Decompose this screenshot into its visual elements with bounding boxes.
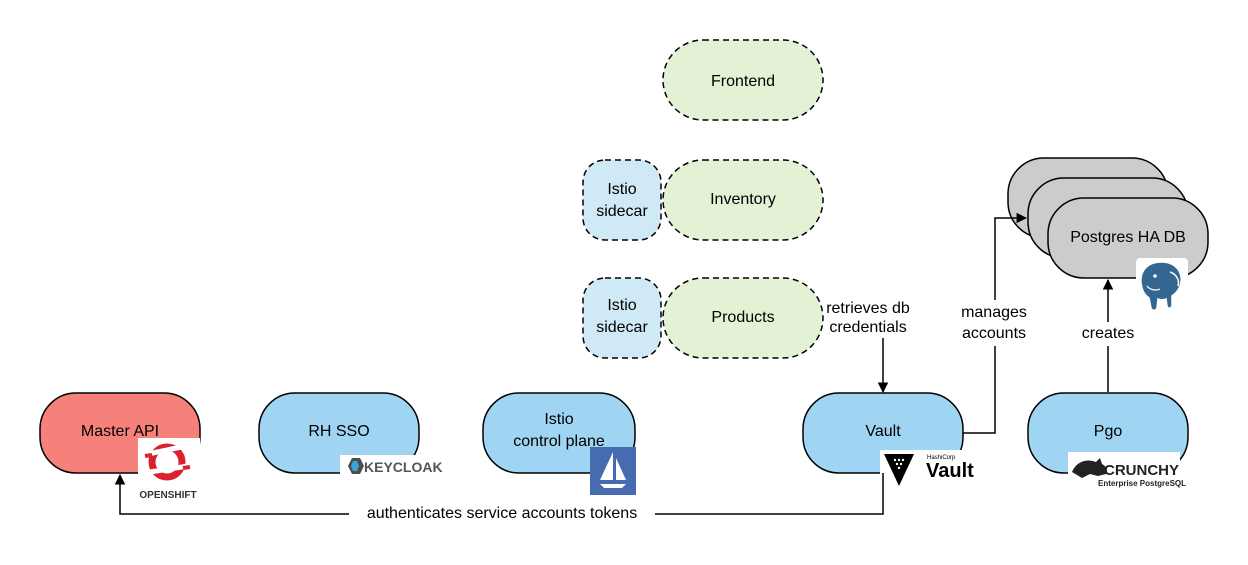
hashicorp-brand-text: HashiCorp xyxy=(927,455,956,461)
postgresql-elephant-icon xyxy=(1136,258,1188,311)
istio-control-plane-label-line2: control plane xyxy=(513,433,605,450)
openshift-logo-text: OPENSHIFT xyxy=(139,490,196,501)
inventory-node[interactable]: Inventory xyxy=(662,159,824,241)
istio-sidecar-label-line1: Istio xyxy=(607,297,636,314)
products-node[interactable]: Products xyxy=(662,277,824,359)
pgo-label: Pgo xyxy=(1094,423,1123,440)
authenticates-tokens-edge: authenticates service accounts tokens xyxy=(114,473,884,525)
crunchy-logo-subtext: Enterprise PostgreSQL xyxy=(1098,479,1186,488)
products-label: Products xyxy=(711,309,774,326)
creates-edge: creates xyxy=(1074,278,1142,392)
istio-sidecar-label-line2: sidecar xyxy=(596,203,648,220)
creates-label: creates xyxy=(1082,325,1134,342)
rh-sso-label: RH SSO xyxy=(308,423,369,440)
hashicorp-vault-logo-icon: HashiCorp Vault xyxy=(880,450,980,490)
keycloak-logo-icon: KEYCLOAK xyxy=(340,455,452,479)
istio-sidecar-inventory-node[interactable]: Istio sidecar xyxy=(582,159,662,241)
istio-sidecar-products-node[interactable]: Istio sidecar xyxy=(582,277,662,359)
postgres-ha-db-label: Postgres HA DB xyxy=(1070,229,1186,246)
frontend-node[interactable]: Frontend xyxy=(662,39,824,121)
master-api-label: Master API xyxy=(81,423,159,440)
istio-sidecar-label-line1: Istio xyxy=(607,181,636,198)
manages-label-line2: accounts xyxy=(962,325,1026,342)
crunchy-logo-text: CRUNCHY xyxy=(1104,462,1179,479)
keycloak-logo-text: KEYCLOAK xyxy=(364,459,443,475)
istio-sail-icon xyxy=(590,447,636,495)
frontend-label: Frontend xyxy=(711,73,775,90)
openshift-logo-icon: OPENSHIFT xyxy=(138,438,200,502)
istio-control-plane-label-line1: Istio xyxy=(544,411,573,428)
inventory-label: Inventory xyxy=(710,191,776,208)
rh-sso-node[interactable]: RH SSO xyxy=(258,392,420,474)
vault-brand-text: Vault xyxy=(926,460,974,482)
retrieves-label-line2: credentials xyxy=(829,319,906,336)
retrieves-label-line1: retrieves db xyxy=(826,300,910,317)
retrieves-credentials-edge: retrieves db credentials xyxy=(826,300,910,394)
authenticates-label: authenticates service accounts tokens xyxy=(367,505,637,522)
vault-label: Vault xyxy=(865,423,901,440)
manages-label-line1: manages xyxy=(961,304,1027,321)
manages-accounts-edge: manages accounts xyxy=(952,212,1036,434)
crunchy-logo-icon: CRUNCHY Enterprise PostgreSQL xyxy=(1068,452,1186,488)
istio-sidecar-label-line2: sidecar xyxy=(596,319,648,336)
